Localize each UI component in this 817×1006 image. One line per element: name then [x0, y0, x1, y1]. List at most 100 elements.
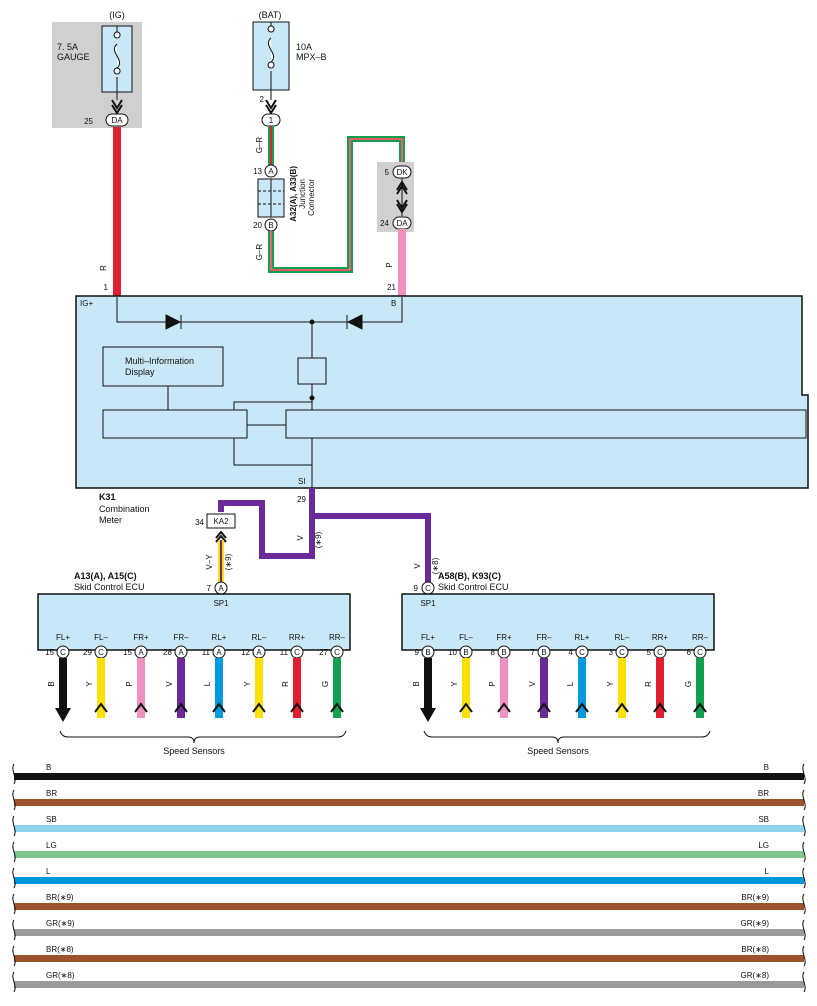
ig-fuse-rating: 7. 5A	[57, 42, 78, 52]
mid-label-line2: Display	[125, 367, 155, 377]
meter-desc-2: Meter	[99, 515, 122, 525]
ecu-subtitle: Skid Control ECU	[438, 582, 509, 592]
junction-bottom-pin: 20	[253, 221, 262, 230]
ecu-input-label: SP1	[420, 599, 436, 608]
meter-desc-1: Combination	[99, 504, 150, 514]
junction-bottom-conn-label: B	[268, 221, 273, 230]
ecu-subtitle: Skid Control ECU	[74, 582, 145, 592]
chevron-up-icon	[290, 702, 304, 713]
multi-information-display	[102, 346, 224, 387]
legend-wire-bar	[14, 955, 804, 962]
sensor-brace	[423, 730, 711, 744]
legend-label-right: SB	[758, 815, 769, 824]
bat-fuse-name: MPX–B	[296, 52, 327, 62]
legend-wire-bar	[14, 929, 804, 936]
ka2-label: KA2	[213, 517, 229, 526]
sensor-wire-label: B	[412, 681, 421, 686]
wire-gr-loop	[268, 136, 405, 273]
wire-v-y	[218, 540, 224, 584]
combination-meter-panel	[75, 295, 809, 489]
sensor-wire-p	[137, 658, 145, 718]
junction-top-connector	[264, 164, 278, 178]
meter-b-label: B	[391, 299, 396, 308]
pin-conn-label: C	[334, 648, 340, 657]
legend-label-left: L	[46, 867, 51, 876]
mid-label-line1: Multi–Information	[125, 356, 194, 366]
legend-label-left: B	[46, 763, 51, 772]
wire-v-ecu2-note: (∗8)	[431, 557, 440, 574]
break-right-icon	[802, 971, 806, 993]
ecu-box	[401, 593, 715, 651]
pin-conn-label: C	[657, 648, 663, 657]
break-left-icon	[12, 789, 16, 811]
break-right-icon	[802, 867, 806, 889]
pin-number: 9	[415, 648, 420, 657]
junction-top-pin: 13	[253, 167, 262, 176]
sensor-wire-b	[59, 658, 67, 710]
ig-connector	[105, 113, 129, 127]
break-left-icon	[12, 945, 16, 967]
chevron-up-icon	[537, 702, 551, 713]
pin-number: 4	[569, 648, 574, 657]
pin-conn-label: A	[178, 648, 184, 657]
pin-conn-label: C	[619, 648, 625, 657]
pin-conn-label: A	[256, 648, 262, 657]
ecu-title: A58(B), K93(C)	[438, 571, 501, 581]
sensor-wire-r	[656, 658, 664, 718]
chevron-up-icon	[459, 702, 473, 713]
ig-fuse-name: GAUGE	[57, 52, 90, 62]
pin-number: 27	[319, 648, 328, 657]
wire-p	[398, 229, 406, 297]
pin-conn-label: C	[294, 648, 300, 657]
chevron-up-icon	[134, 702, 148, 713]
legend-row: BR(∗9)BR(∗9)	[12, 893, 806, 915]
break-left-icon	[12, 841, 16, 863]
pin-conn-label: C	[98, 648, 104, 657]
break-right-icon	[802, 841, 806, 863]
sensor-wire-label: G	[321, 681, 330, 687]
legend-row: GR(∗9)GR(∗9)	[12, 919, 806, 941]
legend-row: GR(∗8)GR(∗8)	[12, 971, 806, 993]
pin-label: FL+	[56, 633, 70, 642]
pin-label: RL–	[615, 633, 630, 642]
pin-number: 8	[491, 648, 496, 657]
wire-p-label: P	[385, 262, 394, 267]
chevron-up-icon	[252, 702, 266, 713]
junction-top-conn-label: A	[268, 167, 274, 176]
break-right-icon	[802, 919, 806, 941]
bat-pin-number: 2	[260, 95, 265, 104]
pin-label: FR–	[536, 633, 552, 642]
pin-number: 6	[687, 648, 692, 657]
legend-label-left: LG	[46, 841, 57, 850]
break-left-icon	[12, 867, 16, 889]
ecu-input-label: SP1	[213, 599, 229, 608]
legend-wire-bar	[14, 825, 804, 832]
pin-label: RL+	[212, 633, 227, 642]
ka2-connector	[206, 513, 236, 529]
pin-conn-label: B	[425, 648, 430, 657]
legend-label-right: L	[765, 867, 770, 876]
dk-pin-number: 5	[385, 168, 390, 177]
arrow-down-icon	[420, 708, 436, 722]
pin-number: 11	[280, 648, 289, 657]
sensor-wire-label: Y	[450, 681, 459, 687]
pin-number: 7	[531, 648, 536, 657]
pin-label: FR+	[133, 633, 149, 642]
legend-label-left: BR(∗9)	[46, 893, 74, 902]
meter-si-label: SI	[298, 477, 306, 486]
sensor-wire-label: R	[281, 681, 290, 687]
dk-da-chevrons-icon	[396, 178, 408, 216]
wire-gr-top	[268, 126, 274, 166]
